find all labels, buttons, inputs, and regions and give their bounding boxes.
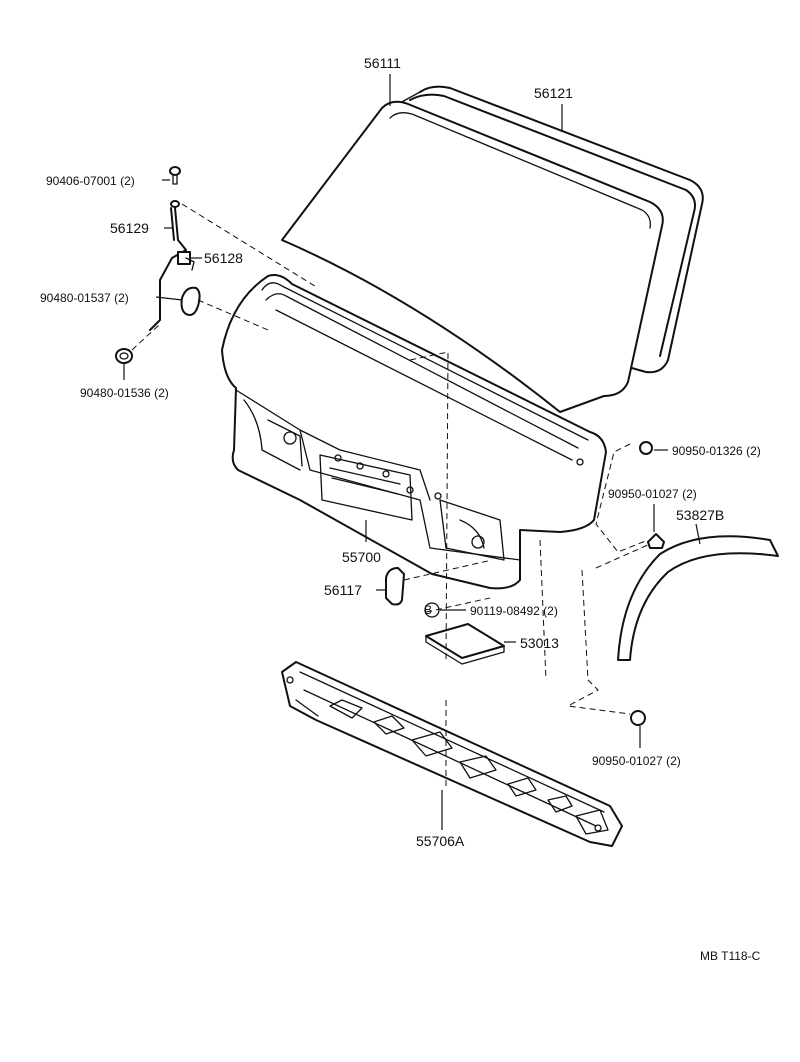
clip-90950-01027-lower [630,710,646,726]
bracket-56117 [385,567,405,606]
back-window-glass-56111 [281,100,664,413]
label-90119-mark: B [424,603,432,617]
label-53827B: 53827B [676,507,724,523]
cap-90480-01536 [115,348,133,364]
washer-hose-56129 [149,200,187,331]
label-56117: 56117 [324,582,362,598]
label-53013: 53013 [520,635,559,651]
label-90950-01027-lower: 90950-01027 (2) [592,754,681,768]
diagram-reference-code: MB T118-C [700,949,761,963]
plate-53013 [425,623,505,665]
label-90480-01536: 90480-01536 (2) [80,386,169,400]
leader-lines [123,74,701,830]
label-56121: 56121 [534,85,573,101]
label-56129: 56129 [110,220,149,236]
label-90406-07001: 90406-07001 (2) [46,174,135,188]
bolt-90406 [169,166,181,185]
label-55700: 55700 [342,549,381,565]
screw-90119 [424,602,440,618]
back-door-panel-55700 [221,274,607,590]
clip-56128 [177,251,195,271]
label-90950-01326: 90950-01326 (2) [672,444,761,458]
moulding-53827B [617,535,779,661]
clip-90950-01027-upper [647,533,665,549]
assembly-dashed-lines [131,203,651,790]
clip-90950-01326 [639,441,653,455]
label-56111: 56111 [364,55,401,71]
label-90480-01537: 90480-01537 (2) [40,291,129,305]
label-90119-08492: 90119-08492 (2) [470,604,558,618]
label-55706A: 55706A [416,833,465,849]
rail-55706A [281,661,623,847]
label-56128: 56128 [204,250,243,266]
label-90950-01027-upper: 90950-01027 (2) [608,487,697,501]
grommet-90480-01537 [180,286,201,316]
